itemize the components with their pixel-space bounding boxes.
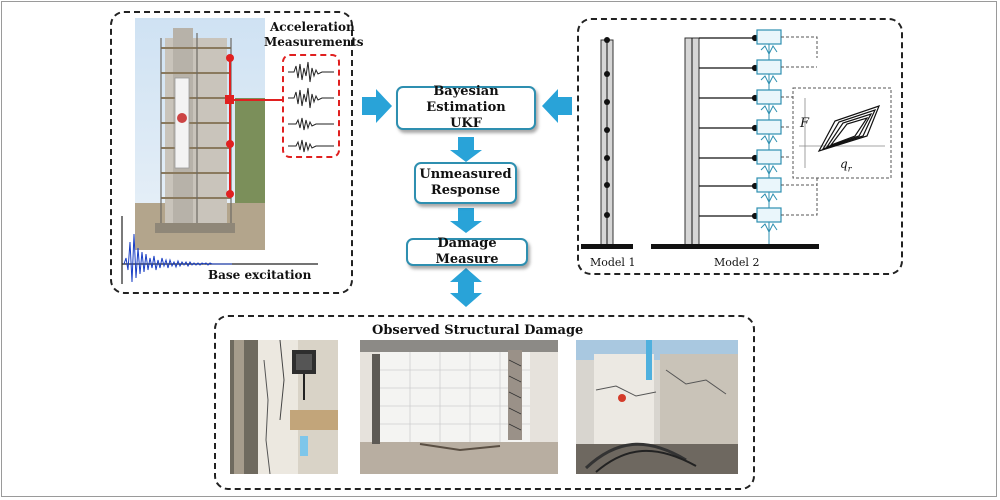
measurement-panel: [110, 11, 353, 294]
hysteresis-inset: [792, 87, 892, 179]
hysteretic-spring-elements: [756, 29, 782, 223]
models-panel: [577, 18, 903, 275]
hysteresis-y-label: F: [800, 116, 810, 131]
signal-trace-1: [288, 61, 334, 83]
model2-label: Model 2: [714, 256, 760, 269]
model1-label: Model 1: [590, 256, 636, 269]
damage-measure-label: Damage Measure: [435, 236, 499, 267]
bayesian-estimation-box: Bayesian Estimation UKF: [396, 84, 536, 131]
arrow-to-observed-damage: [450, 268, 482, 307]
signal-trace-2: [288, 87, 334, 109]
signal-trace-4: [288, 139, 334, 153]
hysteresis-x-var: q: [840, 157, 848, 171]
signal-trace-3: [288, 117, 334, 131]
model1-base: [581, 244, 633, 249]
hysteresis-loops: [817, 105, 881, 153]
arrow-to-unmeasured: [450, 137, 482, 162]
acceleration-signals-box: [282, 54, 340, 158]
damage-photo-column-base: [576, 340, 738, 474]
bayesian-line1: Bayesian Estimation: [426, 84, 506, 115]
sensor-marker-base: [226, 190, 234, 198]
base-excitation-plot: [121, 216, 318, 284]
damage-measure-box: Damage Measure: [406, 236, 528, 267]
hysteresis-x-label: qr: [840, 157, 852, 173]
damage-photo-wall: [360, 340, 558, 474]
damage-photo-sensor: [230, 340, 338, 474]
acceleration-signals: [288, 61, 334, 153]
hysteresis-x-sub: r: [847, 164, 852, 174]
test-tower-photo: [135, 18, 265, 250]
model2-base: [651, 244, 819, 249]
unmeasured-response-box: Unmeasured Response: [414, 162, 517, 204]
arrow-to-damage-measure: [450, 208, 482, 233]
acceleration-title-line1: Acceleration: [270, 20, 355, 34]
arrow-from-measurements: [362, 89, 392, 123]
structural-models: [581, 29, 892, 249]
observed-damage-panel: [214, 315, 755, 490]
acceleration-title-line2: Measurements: [264, 35, 364, 49]
sensor-marker-top: [226, 54, 234, 62]
arrow-from-models: [542, 89, 572, 123]
sensor-marker-mid: [226, 140, 234, 148]
sensor-marker-upper: [225, 95, 234, 104]
observed-damage-title: Observed Structural Damage: [372, 323, 584, 338]
unmeasured-line2: Response: [430, 183, 501, 198]
bayesian-line2: UKF: [450, 116, 482, 131]
unmeasured-line1: Unmeasured: [419, 167, 512, 182]
base-excitation-label: Base excitation: [208, 268, 312, 282]
